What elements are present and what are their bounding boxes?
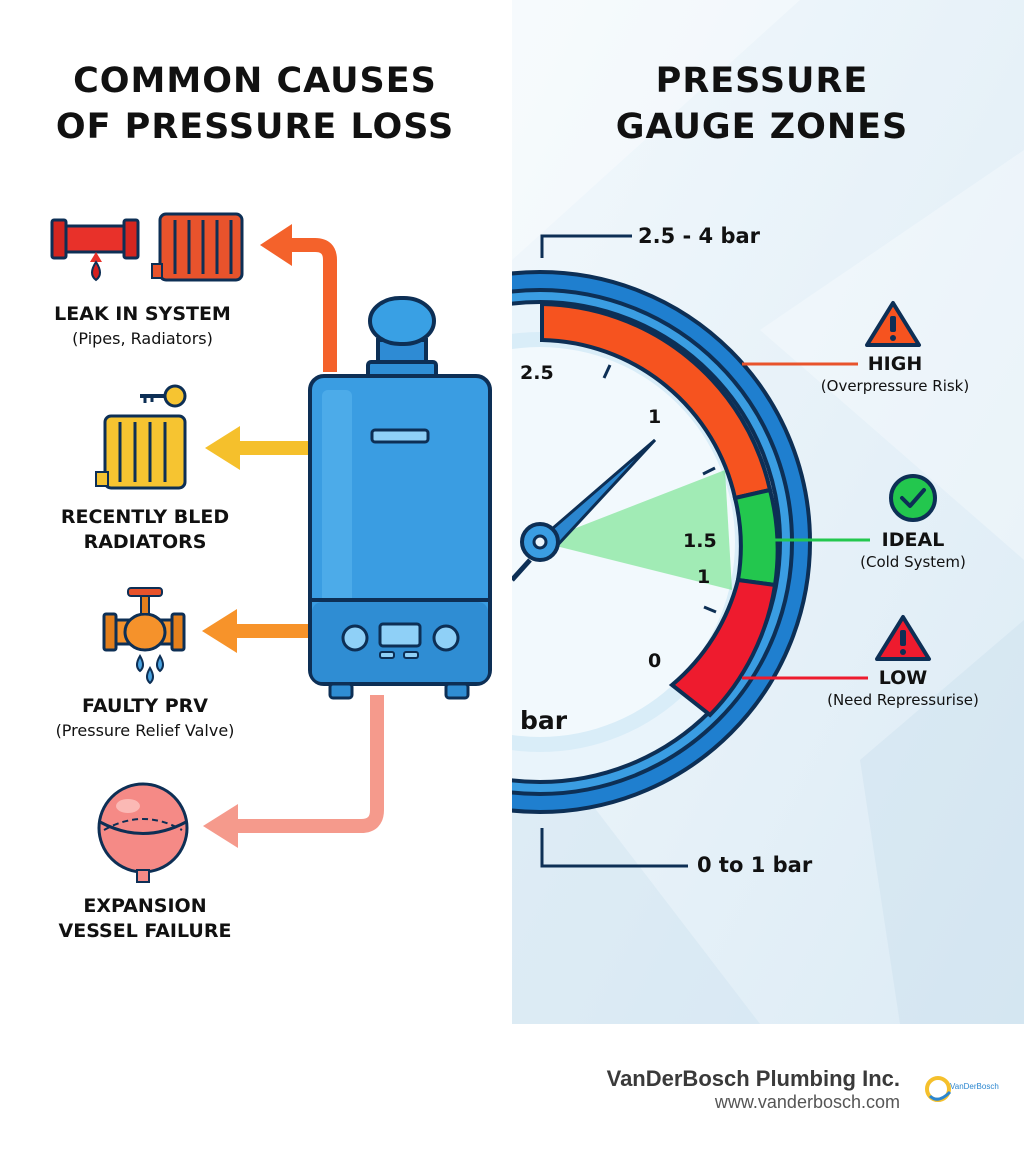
left-title: COMMON CAUSES OF PRESSURE LOSS — [30, 58, 480, 150]
zone-high-label: HIGH — [867, 353, 923, 375]
warning-icon — [865, 301, 921, 347]
tick-label-1-upper: 1 — [648, 406, 662, 428]
cause-prv-label: FAULTY PRV — [82, 695, 208, 717]
zone-ideal-arc — [732, 487, 780, 588]
arrow-to-faulty-prv — [202, 609, 237, 653]
company-logo — [925, 1076, 952, 1102]
gauge-unit-label: bar — [520, 706, 568, 735]
boiler-diagram — [202, 224, 492, 848]
zone-ideal-label: IDEAL — [881, 529, 945, 551]
zone-ideal-desc: (Cold System) — [860, 553, 966, 571]
top-callout-bracket — [540, 234, 632, 258]
arrow-to-bled-radiators — [205, 426, 240, 470]
tick-label-1-5: 1.5 — [683, 530, 717, 552]
zone-low-label: LOW — [878, 667, 928, 689]
zone-high-desc: (Overpressure Risk) — [820, 377, 970, 395]
expansion-vessel-icon — [97, 782, 189, 883]
warning-icon — [875, 615, 931, 661]
arrow-to-leak — [260, 224, 292, 266]
tick-label-0: 0 — [648, 650, 662, 672]
cause-bled-label-1: RECENTLY BLED — [60, 506, 230, 528]
tick-label-1-lower: 1 — [697, 566, 711, 588]
company-name: VanDerBosch Plumbing Inc. — [606, 1066, 900, 1091]
check-circle-icon — [889, 474, 937, 522]
right-title-line2: GAUGE ZONES — [615, 107, 909, 147]
dripping-valve-icon — [102, 587, 186, 685]
boiler-dial-right — [432, 624, 460, 652]
boiler-display — [378, 622, 422, 648]
cause-vessel-label-1: EXPANSION — [83, 895, 207, 917]
boiler-dial-left — [341, 624, 369, 652]
boiler-flue — [368, 296, 436, 346]
zone-low-arc — [668, 577, 778, 718]
bottom-callout-label: 0 to 1 bar — [697, 853, 813, 877]
right-title: PRESSURE GAUGE ZONES — [532, 58, 992, 150]
left-title-line1: COMMON CAUSES — [73, 61, 437, 101]
zone-low-desc: (Need Repressurise) — [827, 691, 979, 709]
company-logo-text: VanDerBosch — [950, 1082, 999, 1091]
bottom-callout-bracket — [540, 828, 688, 868]
left-title-line2: OF PRESSURE LOSS — [55, 107, 455, 147]
cause-leak-label: LEAK IN SYSTEM — [54, 303, 231, 325]
arrow-to-expansion-vessel — [203, 804, 238, 848]
cause-vessel-label-2: VESSEL FAILURE — [58, 920, 232, 942]
cause-prv-sub: (Pressure Relief Valve) — [55, 721, 235, 740]
tick-label-2-5: 2.5 — [520, 362, 554, 384]
cause-bled-label-2: RADIATORS — [83, 531, 207, 553]
cause-leak-sub: (Pipes, Radiators) — [72, 329, 213, 348]
company-url: www.vanderbosch.com — [714, 1092, 900, 1112]
pressure-gauge — [512, 270, 812, 814]
top-callout-label: 2.5 - 4 bar — [638, 224, 761, 248]
leaking-pipe-radiator-icon — [50, 212, 244, 282]
right-title-line1: PRESSURE — [655, 61, 869, 101]
radiator-bleed-key-icon — [95, 384, 187, 490]
